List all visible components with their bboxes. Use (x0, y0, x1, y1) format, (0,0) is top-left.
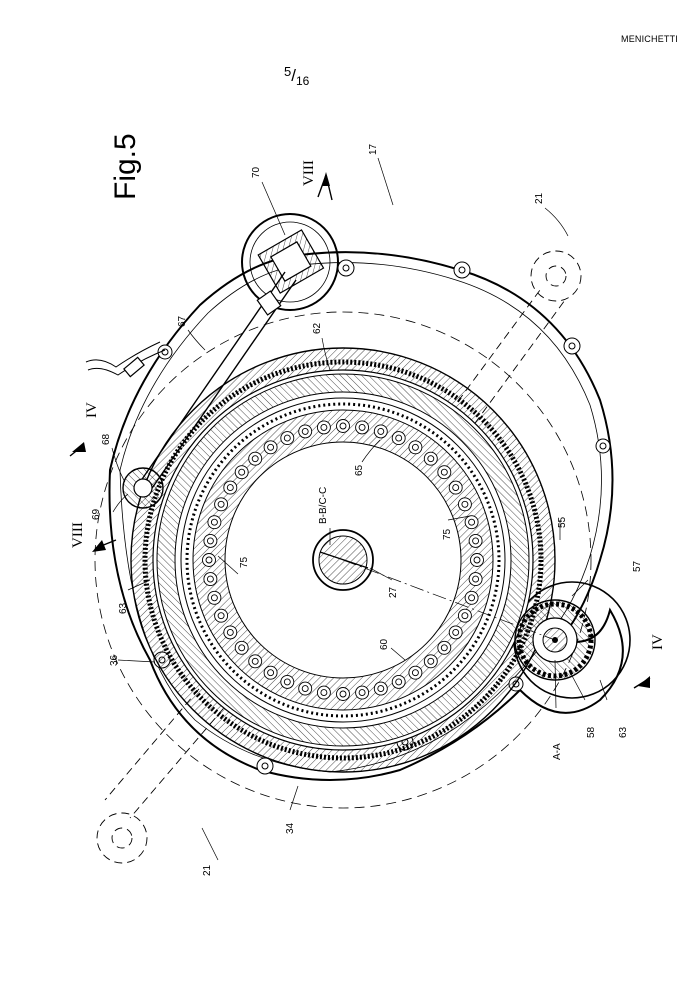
roller-core (378, 686, 384, 692)
roller-core (268, 670, 274, 676)
roller-core (211, 519, 217, 525)
ref-55: 55 (557, 516, 568, 528)
roller-core (284, 679, 290, 685)
roller-core (218, 501, 224, 507)
ref-section-bb-cc: B-B/C-C (318, 487, 329, 524)
roller-core (441, 469, 447, 475)
roller-core (340, 423, 346, 429)
roller-core (207, 576, 213, 582)
ref-17: 17 (368, 143, 379, 155)
roller-core (268, 444, 274, 450)
roller-core (462, 613, 468, 619)
roller-core (252, 456, 258, 462)
ref-60: 60 (379, 638, 390, 650)
roller-core (412, 444, 418, 450)
roller-core (206, 557, 212, 563)
roller-core (321, 424, 327, 430)
roller-core (474, 557, 480, 563)
ref-75-left: 75 (239, 556, 250, 568)
ref-27: 27 (388, 586, 399, 598)
section-mark-iv-left: IV (84, 402, 100, 418)
roller-core (453, 629, 459, 635)
ref-63-left: 63 (118, 602, 129, 614)
roller-core (469, 519, 475, 525)
section-mark-viii-top: VIII (301, 160, 317, 186)
ref-21-lower: 21 (202, 864, 213, 876)
roller-core (378, 428, 384, 434)
roller-core (227, 629, 233, 635)
roller-core (428, 658, 434, 664)
ref-21-upper: 21 (534, 192, 545, 204)
section-mark-viii-left: VIII (70, 522, 86, 548)
ref-69: 69 (91, 508, 102, 520)
roller-core (207, 538, 213, 544)
roller-core (359, 690, 365, 696)
roller-core (227, 485, 233, 491)
section-mark-iv-right: IV (650, 634, 666, 650)
roller-core (340, 691, 346, 697)
roller-core (473, 538, 479, 544)
ref-63-right: 63 (618, 726, 629, 738)
roller-core (469, 595, 475, 601)
roller-core (396, 435, 402, 441)
figure-title: Fig.5 (109, 133, 142, 200)
roller-core (453, 485, 459, 491)
roller-core (412, 670, 418, 676)
roller-core (239, 645, 245, 651)
ref-section-aa: A-A (552, 743, 563, 760)
roller-core (211, 595, 217, 601)
ref-34: 34 (285, 822, 296, 834)
roller-core (321, 690, 327, 696)
roller-core (302, 686, 308, 692)
ref-62: 62 (312, 322, 323, 334)
ref-75-right: 75 (442, 528, 453, 540)
ref-67: 67 (177, 315, 188, 327)
roller-core (441, 645, 447, 651)
roller-core (239, 469, 245, 475)
roller-core (462, 501, 468, 507)
ref-57: 57 (632, 560, 643, 572)
roller-core (428, 456, 434, 462)
roller-core (302, 428, 308, 434)
roller-core (284, 435, 290, 441)
roller-core (252, 658, 258, 664)
roller-core (359, 424, 365, 430)
roller-core (473, 576, 479, 582)
ref-70: 70 (251, 166, 262, 178)
ref-58: 58 (586, 726, 597, 738)
ref-36: 36 (109, 654, 120, 666)
roller-core (218, 613, 224, 619)
ref-65: 65 (354, 464, 365, 476)
ref-68: 68 (101, 433, 112, 445)
roller-core (396, 679, 402, 685)
